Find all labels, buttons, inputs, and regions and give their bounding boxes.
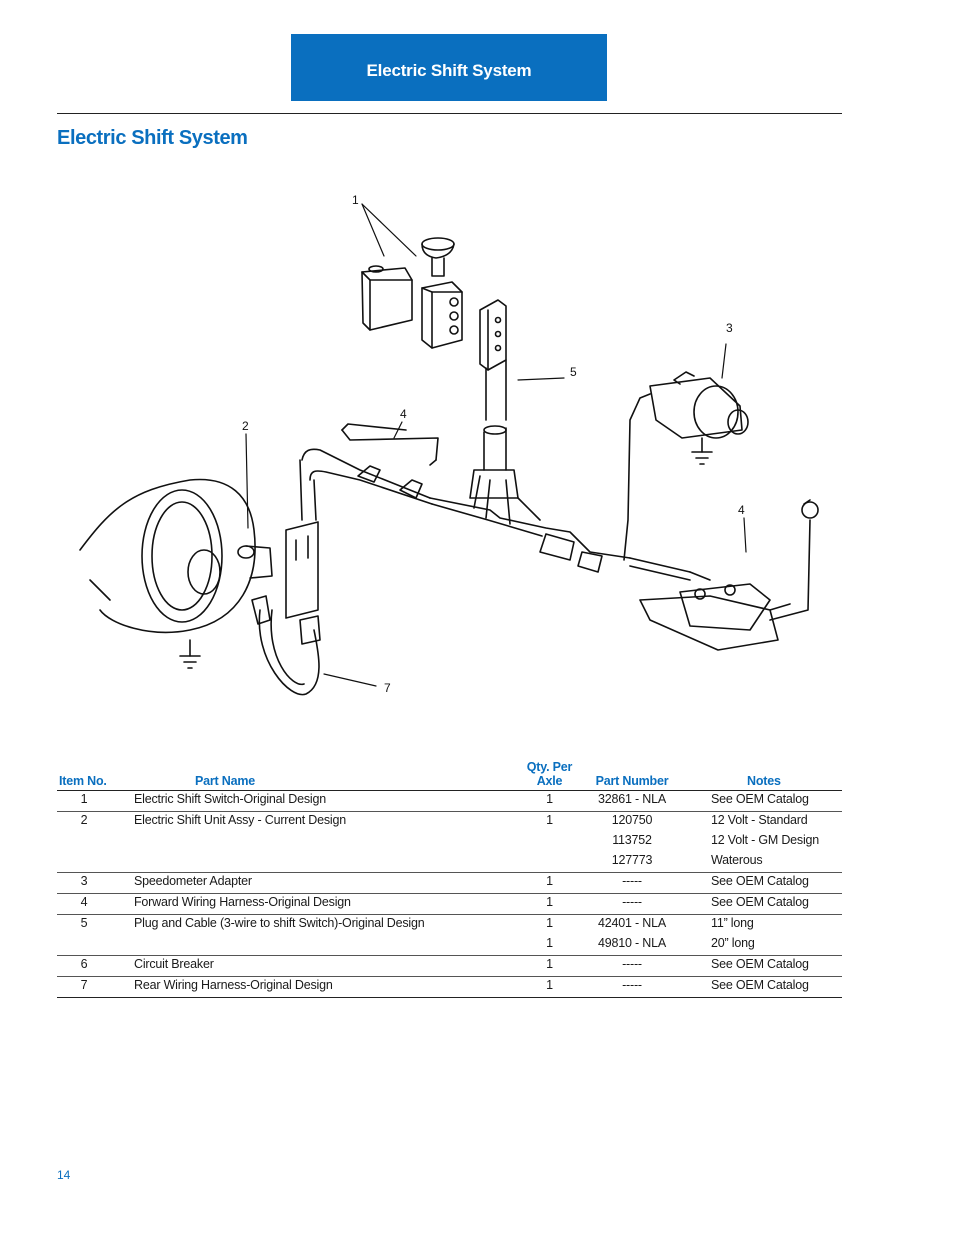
page-title: Electric Shift System xyxy=(57,127,248,149)
cell-item: 5 xyxy=(80,916,88,930)
table-row: 1 49810 - NLA 20” long xyxy=(57,935,842,956)
rear-harness xyxy=(251,459,321,696)
exploded-wiring-diagram: 1 2 3 4 5 4 7 xyxy=(79,193,819,696)
cell-part-number: 127773 xyxy=(577,852,687,873)
cell-notes: 12 Volt - Standard xyxy=(711,813,808,827)
callout-4-forward: 4 xyxy=(400,407,407,421)
cell-part-number: 49810 - NLA xyxy=(577,935,687,956)
cell-qty xyxy=(522,832,577,852)
cell-qty: 1 xyxy=(522,790,577,812)
cell-item: 4 xyxy=(57,893,111,915)
callout-4-rear: 4 xyxy=(738,503,745,517)
table-row: 2 Electric Shift Unit Assy - Current Des… xyxy=(57,812,842,833)
speedometer-adapter xyxy=(623,371,749,561)
header-qty-line2: Axle xyxy=(536,774,563,788)
table-row: 4 Forward Wiring Harness-Original Design… xyxy=(57,893,842,915)
plug-and-cable xyxy=(469,299,519,499)
header-divider xyxy=(57,113,842,114)
cell-part-number: ----- xyxy=(577,955,687,977)
cell-part-number: ----- xyxy=(577,976,687,998)
cell-part-number: ----- xyxy=(577,872,687,894)
callout-2: 2 xyxy=(242,419,249,433)
header-tab-label: Electric Shift System xyxy=(366,60,532,80)
callout-5: 5 xyxy=(570,365,577,379)
cell-part-number: 32861 - NLA xyxy=(577,790,687,812)
table-row: 3 Speedometer Adapter 1 ----- See OEM Ca… xyxy=(57,872,842,894)
cell-part-number: 120750 xyxy=(611,813,653,827)
page-number: 14 xyxy=(57,1168,71,1182)
cell-item: 3 xyxy=(57,872,111,894)
cell-part-name: Rear Wiring Harness-Original Design xyxy=(111,976,522,998)
circuit-breaker xyxy=(639,499,819,651)
diagram-callouts: 1 2 3 4 5 4 7 xyxy=(242,193,745,695)
cell-part-number: 42401 - NLA xyxy=(598,916,666,930)
table-row: 7 Rear Wiring Harness-Original Design 1 … xyxy=(57,976,842,998)
cell-part-name: Electric Shift Switch-Original Design xyxy=(111,790,522,812)
table-row: 127773 Waterous xyxy=(57,852,842,873)
cell-notes: See OEM Catalog xyxy=(687,790,842,812)
cell-part-name xyxy=(111,935,522,956)
cell-part-name xyxy=(111,832,522,852)
header-part-name: Part Name xyxy=(111,760,522,791)
table-header-row: Item No. Part Name Qty. Per Axle Part Nu… xyxy=(57,760,842,791)
axle-housing xyxy=(79,478,273,669)
cell-part-number: ----- xyxy=(577,893,687,915)
cell-item: 2 xyxy=(80,813,88,827)
cell-qty: 1 xyxy=(522,976,577,998)
header-item-no: Item No. xyxy=(57,760,111,791)
callout-7: 7 xyxy=(384,681,391,695)
push-pull-switch xyxy=(421,237,463,349)
table-row: 5 Plug and Cable (3-wire to shift Switch… xyxy=(57,915,842,936)
cell-part-name xyxy=(111,852,522,873)
cell-notes: Waterous xyxy=(687,852,842,873)
shift-switch-box xyxy=(361,265,413,331)
cell-part-name: Circuit Breaker xyxy=(111,955,522,977)
cell-qty: 1 xyxy=(522,893,577,915)
callout-leaders xyxy=(245,203,747,687)
cell-qty xyxy=(522,852,577,873)
cell-qty: 1 xyxy=(522,935,577,956)
header-qty-line1: Qty. Per xyxy=(526,760,573,774)
cell-qty: 1 xyxy=(546,813,553,827)
cell-part-number: 113752 xyxy=(612,833,652,847)
table-row: 113752 12 Volt - GM Design xyxy=(57,832,842,852)
cell-item xyxy=(57,935,111,956)
cell-part-name: Electric Shift Unit Assy - Current Desig… xyxy=(134,813,347,827)
header-qty: Qty. Per Axle xyxy=(522,760,577,791)
cell-part-name: Forward Wiring Harness-Original Design xyxy=(111,893,522,915)
cell-notes: See OEM Catalog xyxy=(687,872,842,894)
forward-harness xyxy=(301,423,691,581)
cell-notes: See OEM Catalog xyxy=(687,976,842,998)
callout-1: 1 xyxy=(352,193,359,207)
cell-item: 7 xyxy=(57,976,111,998)
cell-part-name: Speedometer Adapter xyxy=(111,872,522,894)
cell-item xyxy=(57,832,111,852)
header-tab: Electric Shift System xyxy=(291,34,607,101)
table-row: 6 Circuit Breaker 1 ----- See OEM Catalo… xyxy=(57,955,842,977)
cell-item xyxy=(57,852,111,873)
cell-part-name: Plug and Cable (3-wire to shift Switch)-… xyxy=(134,916,425,930)
table-row: 1 Electric Shift Switch-Original Design … xyxy=(57,790,842,812)
callout-3: 3 xyxy=(726,321,733,335)
cell-notes: 12 Volt - GM Design xyxy=(711,833,820,847)
cell-qty: 1 xyxy=(546,916,553,930)
cell-item: 6 xyxy=(57,955,111,977)
cell-notes: 20” long xyxy=(687,935,842,956)
cell-notes: See OEM Catalog xyxy=(687,893,842,915)
parts-table: Item No. Part Name Qty. Per Axle Part Nu… xyxy=(57,760,842,998)
cell-qty: 1 xyxy=(522,872,577,894)
cell-notes: 11” long xyxy=(711,916,754,930)
cell-qty: 1 xyxy=(522,955,577,977)
cell-notes: See OEM Catalog xyxy=(687,955,842,977)
header-part-number: Part Number xyxy=(577,760,687,791)
header-notes: Notes xyxy=(687,760,842,791)
cell-item: 1 xyxy=(57,790,111,812)
